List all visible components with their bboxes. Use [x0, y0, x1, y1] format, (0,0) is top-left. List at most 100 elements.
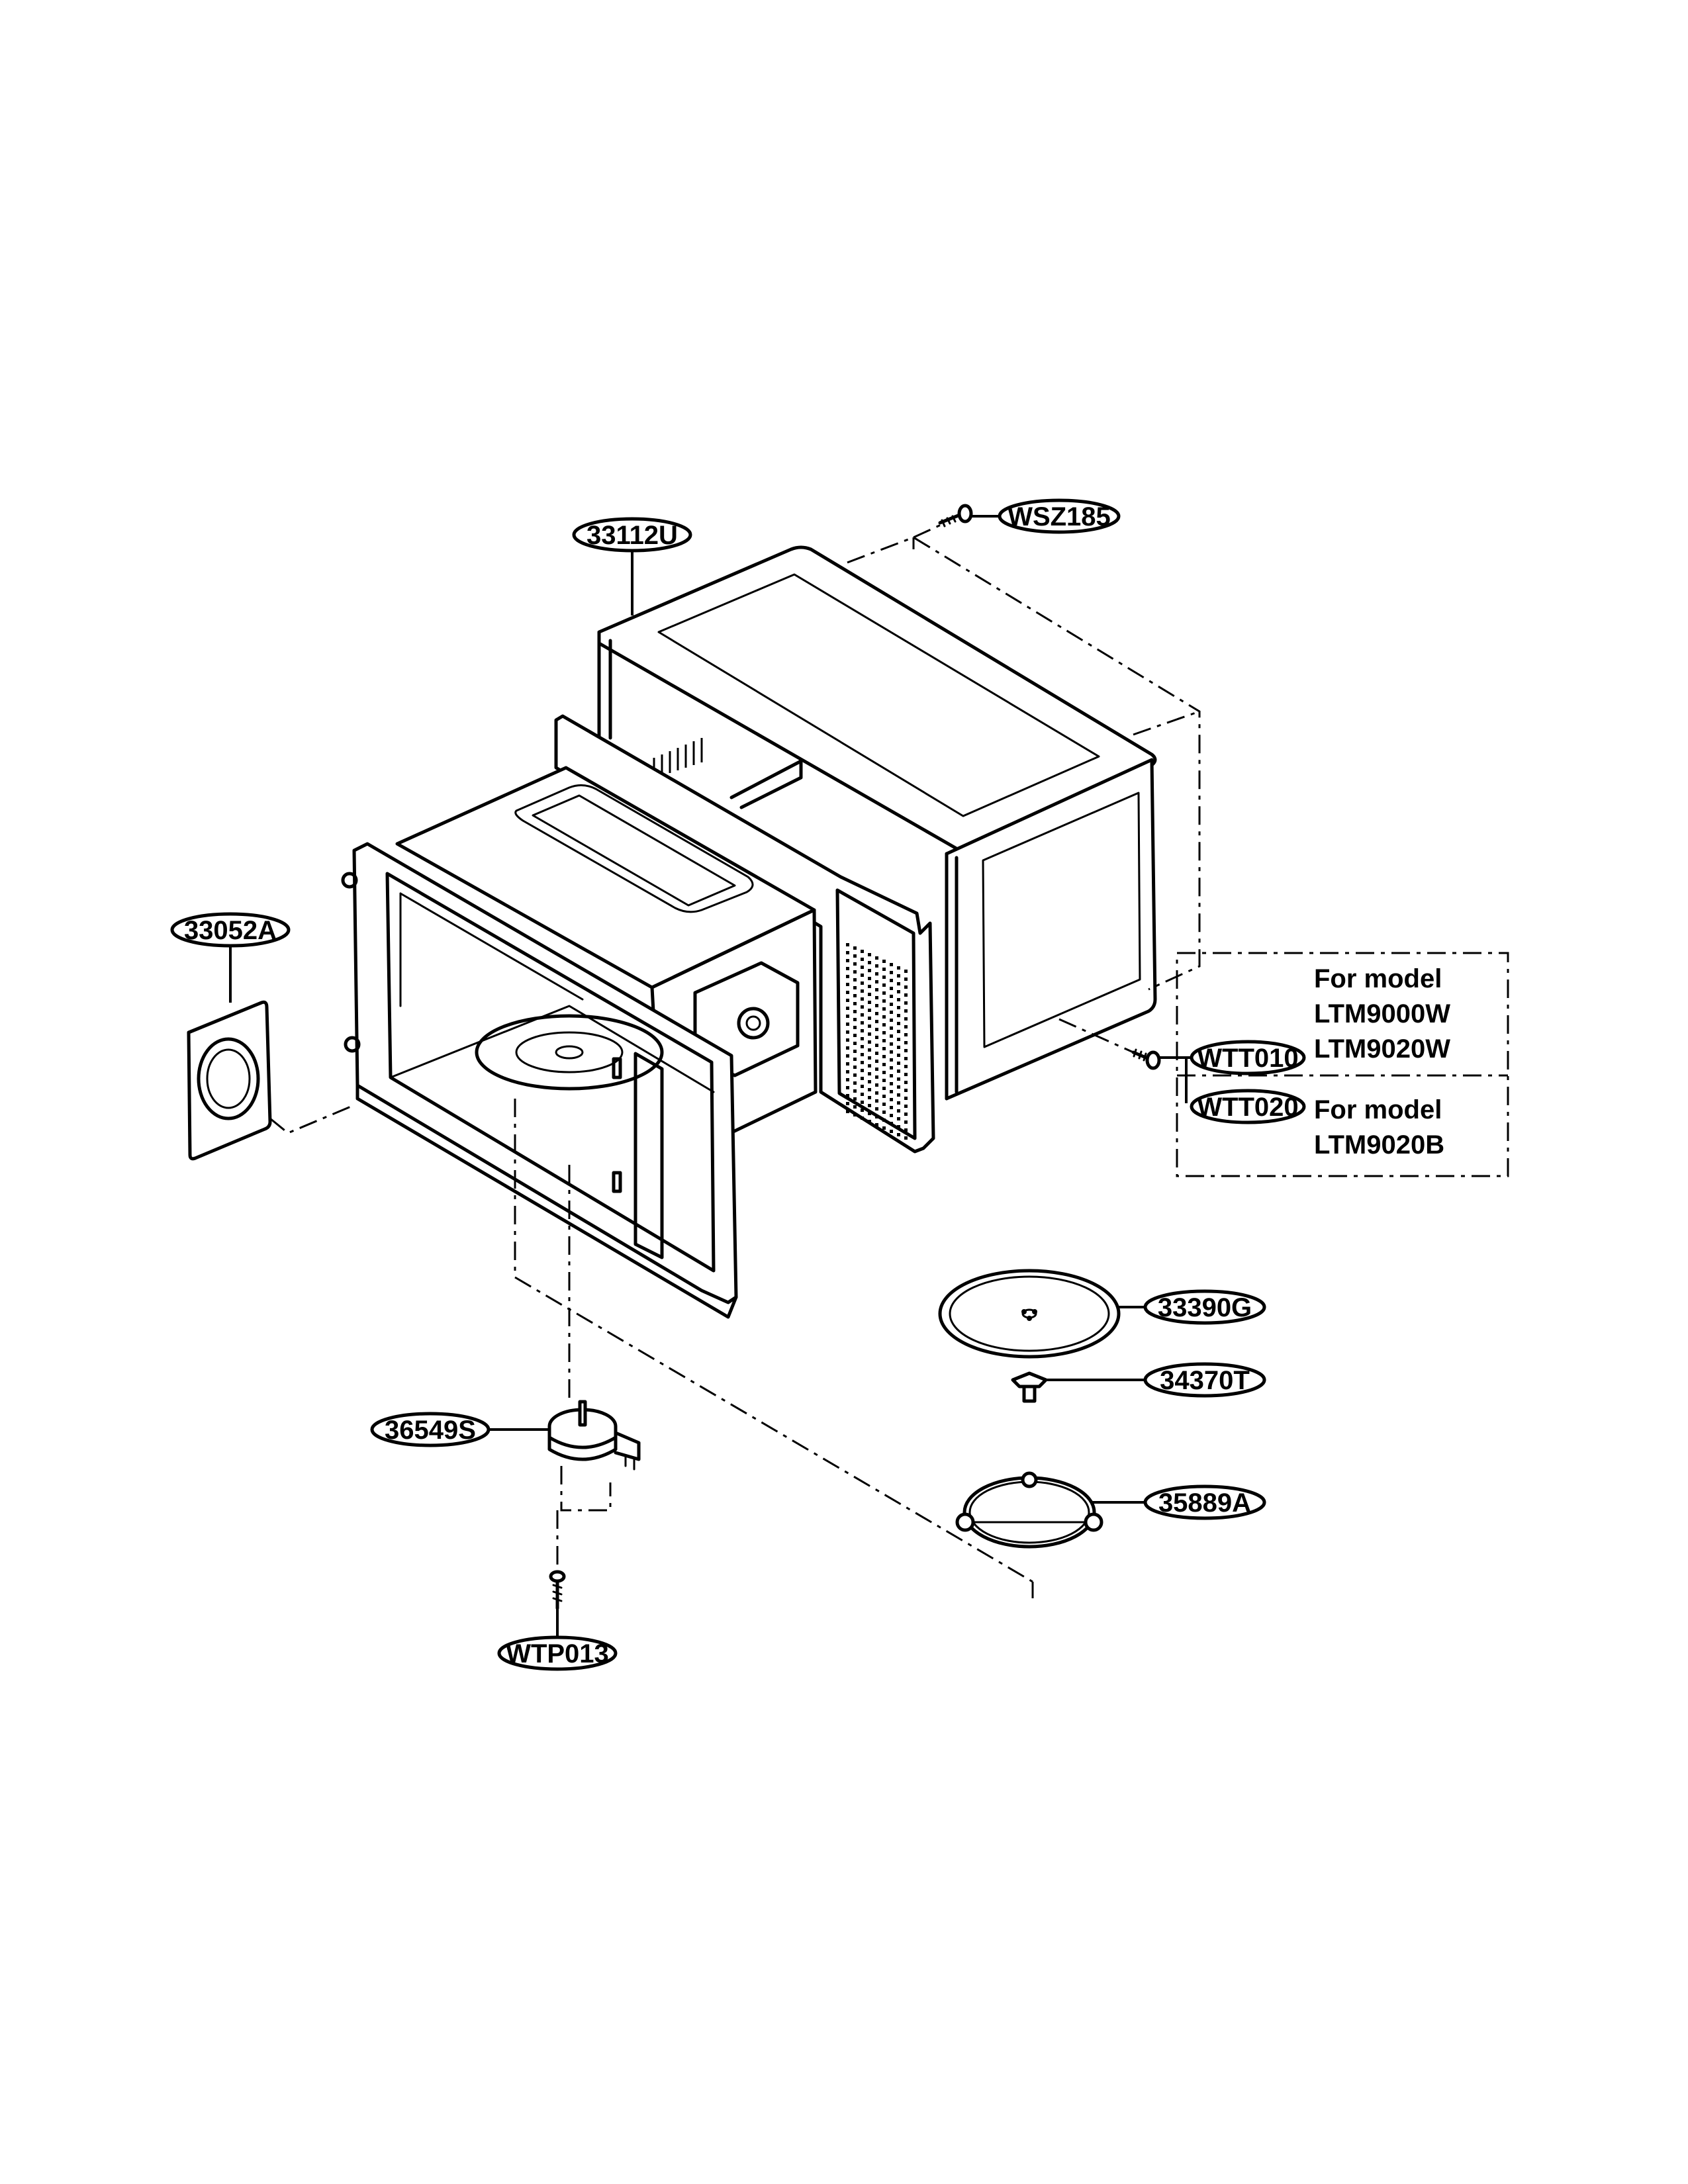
callout-turntable-motor[interactable]: 36549S	[370, 1412, 491, 1447]
vent-hole	[861, 1069, 864, 1072]
vent-hole	[904, 985, 908, 989]
vent-hole	[846, 1078, 849, 1081]
vent-hole	[853, 962, 857, 966]
vent-hole	[846, 1110, 849, 1113]
vent-hole	[861, 1005, 864, 1009]
callout-screw-black[interactable]: WTT020	[1190, 1089, 1306, 1124]
turntable-tray-drawing	[938, 1269, 1121, 1359]
vent-hole	[868, 993, 871, 996]
leader-lines	[229, 515, 1192, 1638]
callout-motor-screw[interactable]: WTP013	[497, 1635, 618, 1671]
vent-hole	[875, 1099, 878, 1103]
callout-turntable-tray[interactable]: 33390G	[1143, 1289, 1266, 1325]
vent-hole	[875, 996, 878, 999]
vent-hole	[868, 977, 871, 980]
screw-black-part-number: WTT020	[1197, 1093, 1298, 1122]
vent-hole	[897, 1038, 900, 1041]
vent-hole	[882, 1063, 886, 1066]
vent-hole	[846, 943, 849, 946]
vent-hole	[882, 1007, 886, 1011]
vent-hole	[861, 974, 864, 977]
vent-hole	[897, 1022, 900, 1025]
vent-hole	[846, 1070, 849, 1073]
vent-hole	[868, 1056, 871, 1060]
vent-hole	[853, 970, 857, 974]
vent-hole	[861, 981, 864, 985]
callout-roller-guide[interactable]: 35889A	[1143, 1484, 1266, 1520]
vent-hole	[875, 1004, 878, 1007]
vent-hole	[875, 1091, 878, 1095]
vent-hole	[904, 1065, 908, 1068]
motor-screw-part-number: WTP013	[506, 1639, 609, 1668]
vent-hole	[875, 956, 878, 960]
note-black-line1: For model	[1314, 1095, 1442, 1124]
vent-hole	[904, 1128, 908, 1132]
vent-hole	[861, 1037, 864, 1040]
vent-hole	[875, 1036, 878, 1039]
vent-hole	[868, 953, 871, 956]
vent-hole	[890, 1026, 893, 1030]
vent-hole	[890, 1003, 893, 1006]
vent-hole	[904, 978, 908, 981]
vent-hole	[875, 1115, 878, 1118]
vent-hole	[868, 1104, 871, 1107]
model-note-box	[1176, 952, 1509, 1177]
vent-hole	[897, 1117, 900, 1120]
vent-hole	[904, 1033, 908, 1036]
vent-hole	[868, 1024, 871, 1028]
vent-hole	[882, 1103, 886, 1106]
turntable-motor-part-number: 36549S	[385, 1416, 476, 1445]
vent-hole	[882, 1118, 886, 1122]
vent-hole	[875, 1068, 878, 1071]
vent-hole	[890, 1122, 893, 1125]
vent-hole	[890, 1019, 893, 1022]
callout-label-plate[interactable]: 33052A	[170, 912, 291, 948]
vent-hole	[882, 960, 886, 963]
callout-case-screw[interactable]: WSZ185	[998, 498, 1121, 534]
vent-hole	[890, 971, 893, 974]
vent-hole	[846, 1102, 849, 1105]
vent-hole	[897, 1062, 900, 1065]
vent-hole	[853, 1089, 857, 1093]
vent-hole	[853, 1010, 857, 1013]
vent-hole	[846, 991, 849, 994]
vent-hole	[875, 1075, 878, 1079]
vent-hole	[904, 1009, 908, 1013]
roller-guide-drawing	[955, 1471, 1103, 1549]
screw-white-part-number: WTT010	[1197, 1044, 1298, 1073]
vent-hole	[890, 1114, 893, 1117]
callout-outer-case[interactable]: 33112U	[572, 517, 692, 553]
vent-hole	[890, 1082, 893, 1085]
vent-hole	[890, 1098, 893, 1101]
vent-hole	[882, 1111, 886, 1114]
coupler-part-number: 34370T	[1160, 1366, 1250, 1395]
vent-hole	[853, 1002, 857, 1005]
vent-hole	[890, 1106, 893, 1109]
vent-hole	[890, 1011, 893, 1014]
callout-coupler[interactable]: 34370T	[1143, 1362, 1266, 1398]
vent-hole	[890, 963, 893, 966]
vent-hole	[875, 1107, 878, 1111]
vent-hole	[882, 1095, 886, 1098]
vent-hole	[904, 1081, 908, 1084]
cavity-assembly-drawing	[341, 714, 1034, 1598]
vent-hole	[861, 1029, 864, 1032]
vent-hole	[868, 1001, 871, 1004]
vent-hole	[904, 1001, 908, 1005]
vent-hole	[846, 1086, 849, 1089]
vent-hole	[904, 1097, 908, 1100]
vent-hole	[875, 1044, 878, 1047]
vent-hole	[875, 964, 878, 968]
vent-hole	[868, 1096, 871, 1099]
vent-hole	[904, 1073, 908, 1076]
callout-screw-white[interactable]: WTT010	[1190, 1040, 1306, 1075]
vent-hole	[853, 1097, 857, 1101]
vent-hole	[897, 1101, 900, 1105]
label-plate-drawing	[187, 1000, 352, 1161]
vent-hole	[861, 1053, 864, 1056]
vent-hole	[861, 966, 864, 969]
vent-hole	[846, 1023, 849, 1026]
turntable-motor-drawing	[547, 1165, 641, 1572]
vent-hole	[882, 1055, 886, 1058]
vent-hole	[897, 998, 900, 1001]
